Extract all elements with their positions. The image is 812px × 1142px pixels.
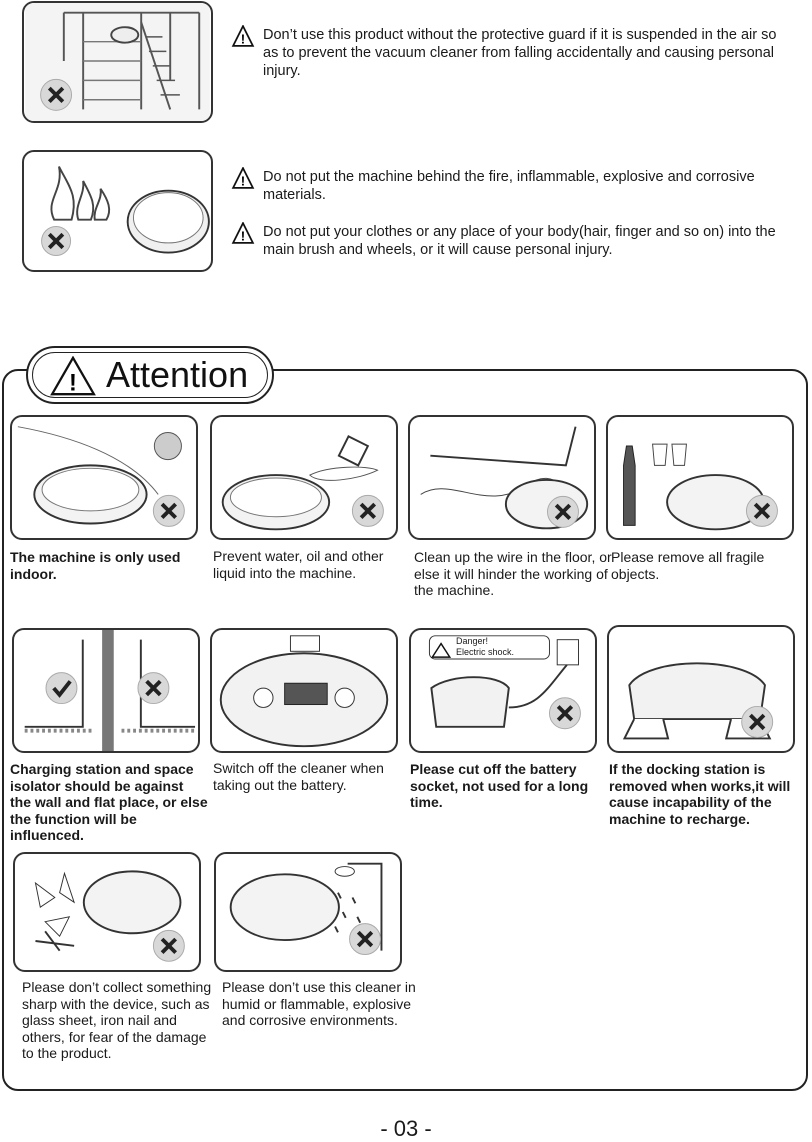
indoor-illustration	[10, 415, 198, 540]
charging-placement-illustration	[12, 628, 200, 753]
caption-humid: Please don’t use this cleaner in humid o…	[222, 979, 416, 1028]
warning-triangle-icon: !	[231, 25, 255, 47]
svg-text:!: !	[241, 174, 245, 189]
svg-text:!: !	[241, 229, 245, 244]
fragile-illustration	[606, 415, 794, 540]
warning-triangle-icon: !	[50, 356, 96, 396]
caption-wire: Clean up the wire in the floor, or else …	[414, 549, 612, 598]
caption-docking: If the docking station is removed when w…	[609, 761, 791, 827]
caption-battery: Switch off the cleaner when taking out t…	[213, 760, 384, 793]
wire-illustration	[408, 415, 596, 540]
attention-title: Attention	[106, 354, 249, 395]
sharp-objects-illustration	[13, 852, 201, 972]
caption-indoor: The machine is only used indoor.	[10, 549, 181, 582]
caption-liquid: Prevent water, oil and other liquid into…	[213, 548, 384, 581]
humid-illustration	[214, 852, 402, 972]
caption-unplug: Please cut off the battery socket, not u…	[410, 761, 589, 810]
warning-text-fire: Do not put the machine behind the fire, …	[263, 169, 755, 203]
battery-illustration	[210, 628, 398, 753]
page-number: - 03 -	[380, 1116, 432, 1141]
liquid-illustration	[210, 415, 398, 540]
warning-text-suspended: Don’t use this product without the prote…	[263, 27, 777, 79]
danger-label: Danger! Electric shock.	[456, 636, 514, 658]
svg-text:!: !	[241, 32, 245, 47]
warning-triangle-icon: !	[231, 222, 255, 244]
unplug-illustration	[409, 628, 597, 753]
stairs-illustration	[22, 1, 213, 123]
docking-illustration	[607, 625, 795, 753]
warning-triangle-icon: !	[231, 167, 255, 189]
danger-label-line2: Electric shock.	[456, 647, 515, 657]
danger-label-line1: Danger!	[456, 636, 489, 646]
warning-text-body-parts: Do not put your clothes or any place of …	[263, 224, 776, 258]
caption-fragile: Please remove all fragile objects.	[611, 549, 765, 582]
caption-sharp-objects: Please don’t collect something sharp wit…	[22, 979, 212, 1061]
svg-text:!: !	[69, 371, 77, 396]
attention-panel	[2, 369, 808, 1091]
caption-charging-placement: Charging station and space isolator shou…	[10, 761, 208, 843]
fire-illustration	[22, 150, 213, 272]
